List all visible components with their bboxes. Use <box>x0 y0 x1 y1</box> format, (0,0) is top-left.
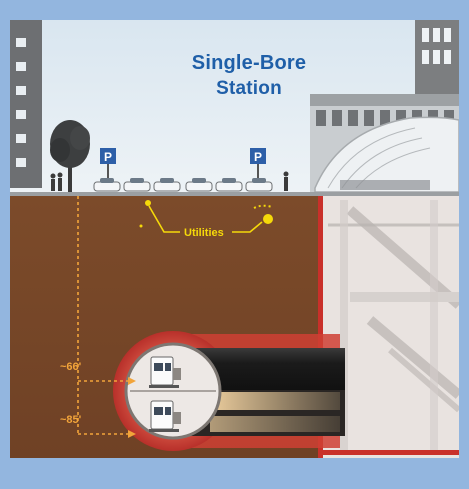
pedestrian-icon <box>50 171 289 191</box>
station-building <box>310 94 459 193</box>
parking-letter-1: P <box>104 150 112 164</box>
tunnel-bore <box>113 331 345 451</box>
parking-sign-icon <box>100 148 266 188</box>
car-icon <box>93 178 273 192</box>
train-car-icon <box>149 400 181 432</box>
diagram-title-line-2: Station <box>216 78 282 99</box>
left-building <box>10 20 42 188</box>
tree-icon <box>50 120 90 194</box>
cross-section-illustration: ~66' ~85' Utilities P P <box>10 20 459 458</box>
train-car-icon <box>149 356 181 388</box>
utilities-label: Utilities <box>184 227 224 239</box>
street-surface <box>10 192 459 196</box>
depth-indicator <box>77 196 132 435</box>
depth-label-upper: ~66' <box>60 361 82 373</box>
station-cross-section: ~66' ~85' Utilities P P Single-Bore Stat… <box>10 20 459 458</box>
utilities-callout: Utilities <box>139 200 273 239</box>
diagram-title-line-1: Single-Bore <box>191 52 307 74</box>
parking-letter-2: P <box>254 150 262 164</box>
depth-arrows <box>128 377 136 438</box>
depth-label-lower: ~85' <box>60 414 82 426</box>
